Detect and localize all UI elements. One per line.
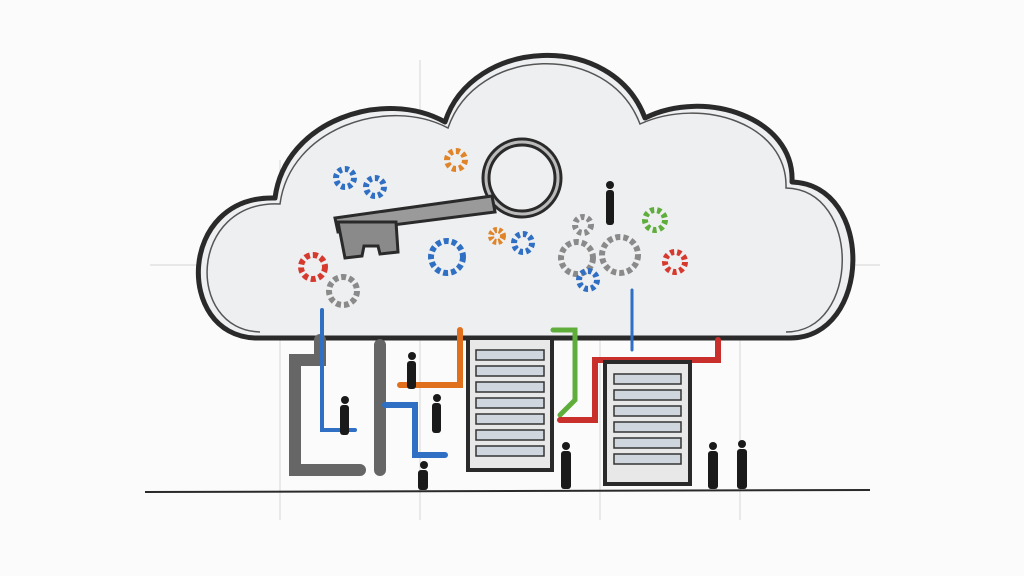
ground-line: [144, 489, 871, 493]
cloud: [195, 53, 856, 341]
gear-icon: [642, 207, 668, 233]
gear-icon: [444, 148, 468, 172]
cloud-sketch-outline: [206, 63, 843, 333]
gear-icon: [298, 252, 328, 282]
gear-icon: [333, 166, 357, 190]
server-rack: [466, 336, 554, 472]
person-icon: [418, 461, 428, 490]
person-icon: [737, 440, 747, 489]
key-icon: [333, 137, 563, 260]
gear-icon: [572, 214, 594, 236]
person-icon: [561, 442, 571, 489]
person-icon: [606, 181, 614, 225]
person-icon: [708, 442, 718, 489]
person-icon: [340, 396, 349, 435]
gear-icon: [558, 239, 596, 277]
person-icon: [407, 352, 416, 389]
gear-icon: [363, 175, 387, 199]
gear-icon: [511, 231, 535, 255]
gear-icon: [326, 274, 360, 308]
gear-icon: [599, 234, 641, 276]
person-icon: [432, 394, 441, 433]
people: [340, 181, 747, 490]
gear-icon: [428, 238, 466, 276]
gears: [298, 148, 688, 308]
server-rack: [603, 360, 692, 486]
gear-icon: [662, 249, 688, 275]
gear-icon: [576, 268, 600, 292]
gear-icon: [488, 227, 506, 245]
